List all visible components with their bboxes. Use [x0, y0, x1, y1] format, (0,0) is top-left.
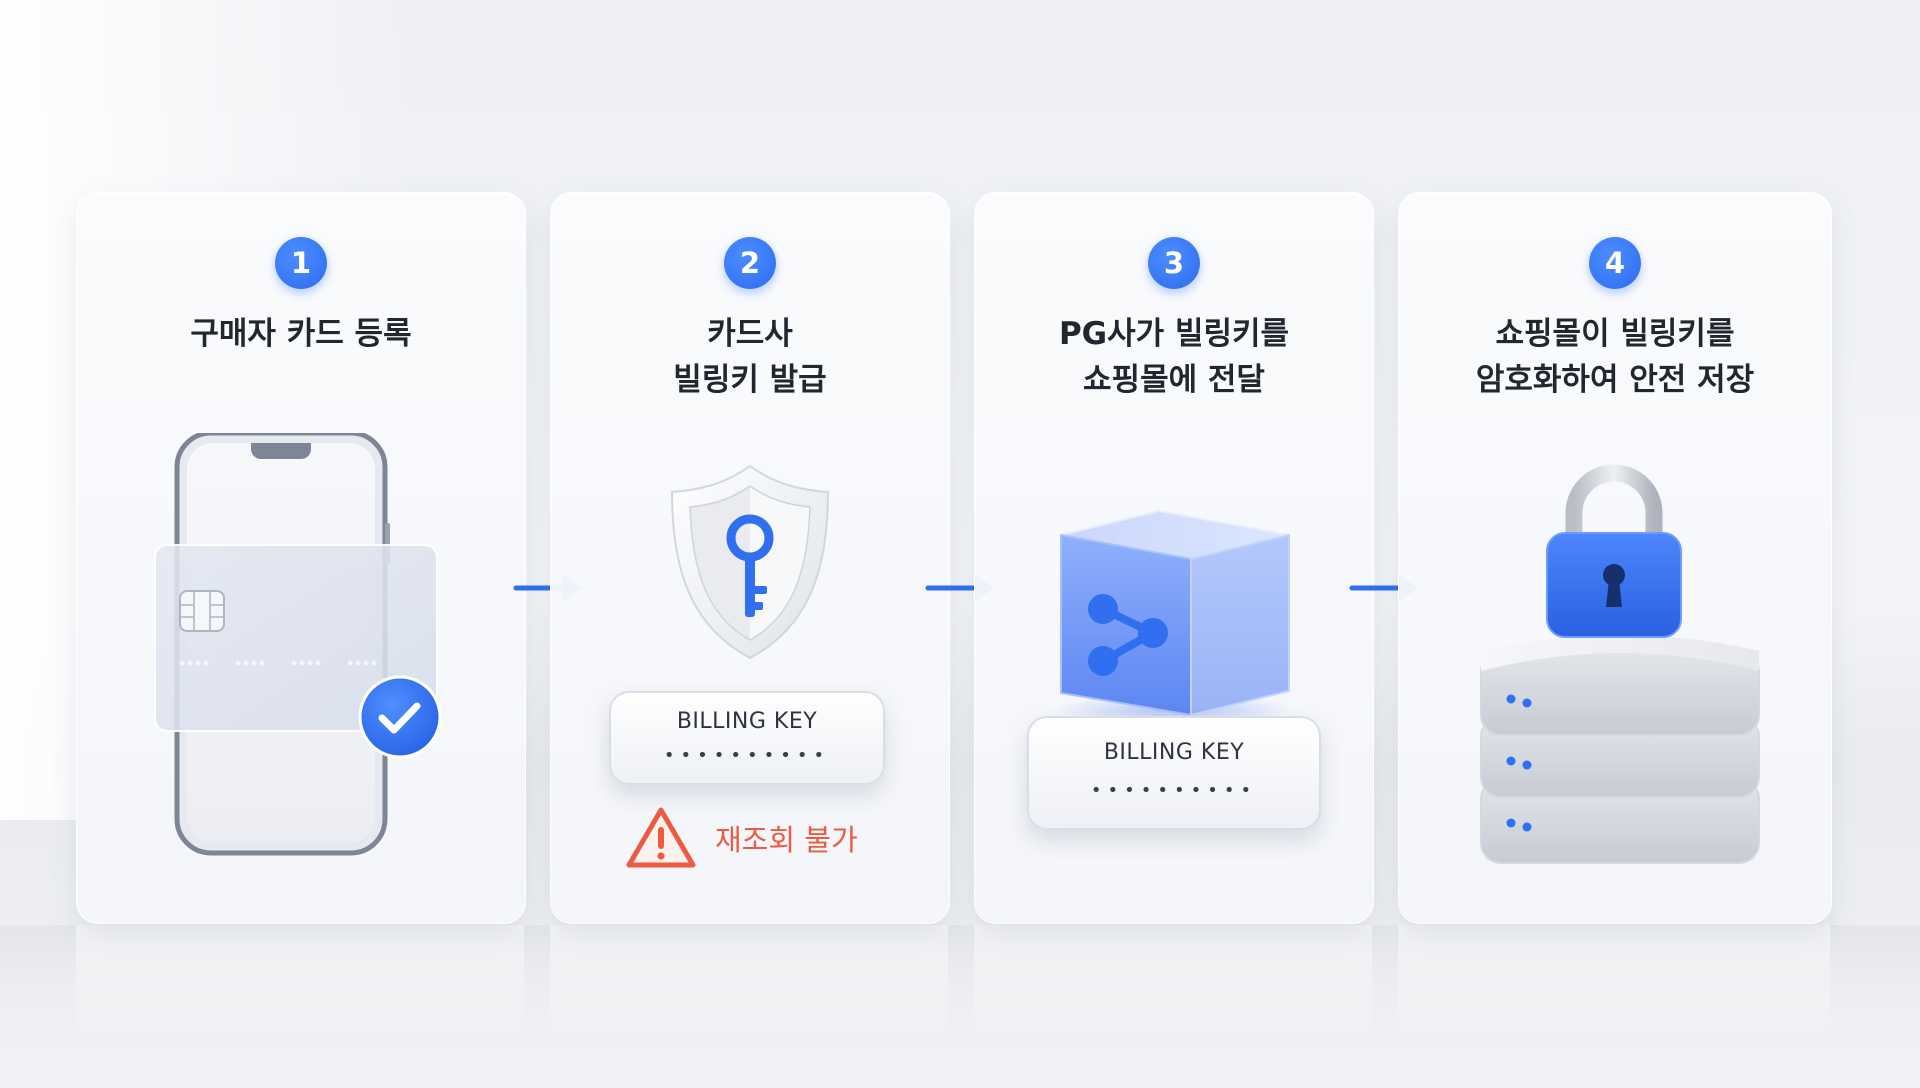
step-title: 카드사 빌링키 발급 [551, 311, 949, 403]
card-reflection [76, 925, 524, 1045]
share-cube-icon [1054, 509, 1294, 725]
step-title-line1: 구매자 카드 등록 [190, 316, 412, 352]
step-number-badge: 3 [1148, 237, 1200, 289]
step-card-2: 2 카드사 빌링키 발급 BILLING KEY •••••••••• 재조회 … [550, 192, 950, 924]
step-title: 쇼핑몰이 빌링키를 암호화하여 안전 저장 [1399, 311, 1831, 403]
step-title-line1: 쇼핑몰이 빌링키를 [1495, 316, 1735, 352]
step-card-4: 4 쇼핑몰이 빌링키를 암호화하여 안전 저장 [1398, 192, 1832, 924]
card-reflection [1398, 925, 1830, 1045]
step-title-line1: 카드사 [707, 316, 793, 352]
billing-key-label: BILLING KEY [1103, 740, 1245, 765]
step-card-3: 3 PG사가 빌링키를 쇼핑몰에 전달 [974, 192, 1374, 924]
step-number-badge: 4 [1589, 237, 1641, 289]
credit-card-icon [154, 544, 438, 732]
server-stack-icon [1480, 635, 1760, 864]
warning-triangle-icon [626, 807, 696, 868]
card-reflection [550, 925, 948, 1045]
shield-key-icon [670, 464, 830, 660]
billing-key-box: BILLING KEY •••••••••• [609, 691, 885, 785]
billing-key-box: BILLING KEY •••••••••• [1027, 716, 1321, 830]
billing-key-mask: •••••••••• [663, 745, 831, 766]
padlock-icon [1546, 464, 1682, 638]
warning-text: 재조회 불가 [715, 823, 858, 857]
step-title-line2: 암호화하여 안전 저장 [1475, 362, 1755, 398]
step-title-line2: 쇼핑몰에 전달 [1083, 362, 1265, 398]
check-circle-icon [358, 675, 442, 759]
step-title: PG사가 빌링키를 쇼핑몰에 전달 [975, 311, 1373, 403]
step-title-line1: PG사가 빌링키를 [1058, 316, 1290, 352]
step-title-line2: 빌링키 발급 [673, 362, 827, 398]
billing-key-mask: •••••••••• [1090, 780, 1258, 801]
billing-key-label: BILLING KEY [676, 709, 818, 734]
step-number-badge: 2 [724, 237, 776, 289]
step-card-1: 1 구매자 카드 등록 [76, 192, 526, 924]
step-title: 구매자 카드 등록 [77, 311, 525, 357]
step-number-badge: 1 [275, 237, 327, 289]
card-reflection [974, 925, 1372, 1045]
phone-card-illustration [154, 433, 442, 856]
